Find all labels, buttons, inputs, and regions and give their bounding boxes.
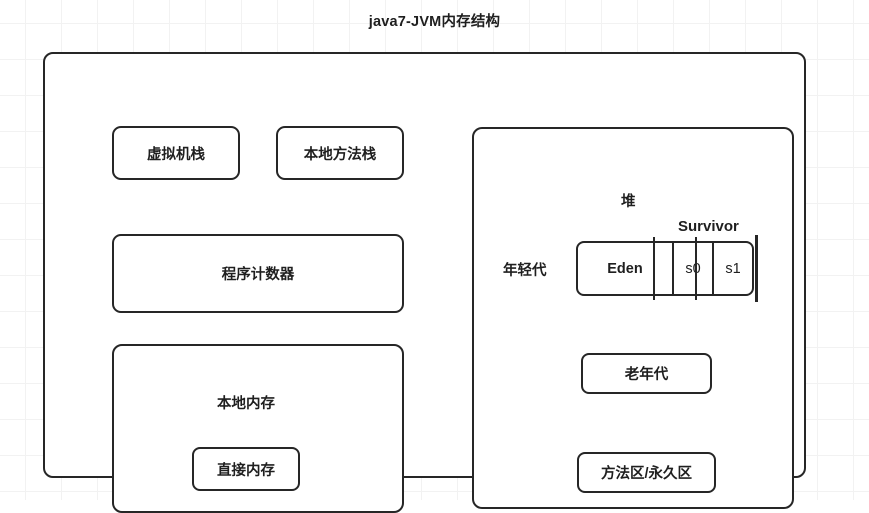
survivor-s0-cell[interactable]: s0 [674, 243, 714, 294]
method-area-label: 方法区/永久区 [600, 466, 693, 482]
direct-memory-label: 直接内存 [217, 462, 275, 479]
old-generation-label: 老年代 [624, 367, 669, 383]
page-title: java7-JVM内存结构 [368, 14, 501, 30]
young-generation-label: 年轻代 [503, 263, 547, 279]
method-area-box[interactable]: 方法区/永久区 [577, 452, 716, 493]
old-generation-box[interactable]: 老年代 [581, 353, 712, 394]
s0-divider-tick [695, 237, 698, 300]
program-counter-label: 程序计数器 [221, 267, 295, 283]
direct-memory-box[interactable]: 直接内存 [192, 447, 300, 491]
survivor-s1-cell[interactable]: s1 [725, 260, 741, 277]
native-memory-label: 本地内存 [217, 396, 275, 412]
jvm-memory-outer-frame: 虚拟机栈 本地方法栈 程序计数器 本地内存 直接内存 堆 Survivor 年轻… [43, 52, 806, 513]
eden-cell[interactable]: Eden [578, 243, 674, 294]
vm-stack-box[interactable]: 虚拟机栈 [112, 126, 240, 180]
heap-frame[interactable] [472, 127, 794, 509]
young-generation-strip: Eden s0 s1 [576, 241, 754, 296]
native-method-stack-box[interactable]: 本地方法栈 [276, 126, 404, 180]
program-counter-box[interactable]: 程序计数器 [112, 234, 404, 313]
heap-label: 堆 [621, 194, 636, 210]
vm-stack-label: 虚拟机栈 [147, 146, 205, 163]
native-method-stack-label: 本地方法栈 [303, 146, 377, 163]
young-generation-end-tick [755, 235, 758, 302]
survivor-label: Survivor [678, 218, 739, 235]
eden-divider-tick [653, 237, 656, 300]
